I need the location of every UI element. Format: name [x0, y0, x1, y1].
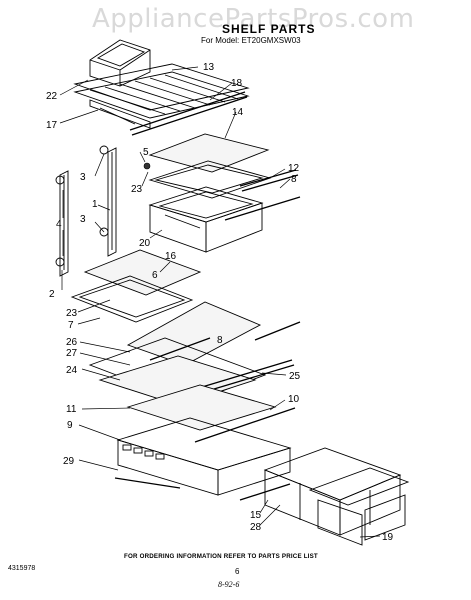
- drawer-20: [148, 186, 264, 253]
- callout-10: 10: [288, 394, 300, 405]
- callout-18: 18: [231, 78, 243, 89]
- callout-25: 25: [289, 371, 301, 382]
- callout-5: 5: [143, 147, 149, 158]
- glass-shelf-14: [148, 133, 270, 173]
- watermark: AppliancePartsPros.com: [92, 4, 415, 34]
- callout-28: 28: [250, 522, 262, 533]
- callout-26: 26: [66, 337, 78, 348]
- callout-4: 4: [56, 219, 62, 230]
- callout-16: 16: [165, 251, 177, 262]
- callout-2: 2: [49, 289, 55, 300]
- callout-24: 24: [66, 365, 78, 376]
- callout-8b: 8: [217, 335, 223, 346]
- callout-13: 13: [203, 62, 215, 73]
- leader-lines: [59, 66, 381, 538]
- callout-14: 14: [232, 107, 244, 118]
- callout-6: 6: [152, 270, 158, 281]
- callout-15: 15: [250, 510, 262, 521]
- callout-27: 27: [66, 348, 78, 359]
- callout-12: 12: [288, 163, 300, 174]
- callout-29: 29: [63, 456, 75, 467]
- callout-9: 9: [67, 420, 73, 431]
- callout-3a: 3: [80, 172, 86, 183]
- wire-shelf-top: [73, 63, 250, 129]
- callout-1: 1: [92, 199, 98, 210]
- callout-3b: 3: [80, 214, 86, 225]
- callout-20: 20: [139, 238, 151, 249]
- page-number: 6: [235, 567, 240, 576]
- callout-8a: 8: [291, 174, 297, 185]
- callout-11: 11: [66, 404, 77, 415]
- callout-23a: 23: [131, 184, 143, 195]
- crisper-pans-19: [239, 447, 410, 546]
- vertical-rails: [55, 145, 151, 277]
- glass-shelf-8: [126, 301, 262, 366]
- callout-17: 17: [46, 120, 58, 131]
- callout-19: 19: [382, 532, 394, 543]
- callout-22: 22: [46, 91, 58, 102]
- basket-22: [89, 39, 151, 87]
- diagram-title: SHELF PARTS: [222, 22, 316, 36]
- ordering-info-footer: FOR ORDERING INFORMATION REFER TO PARTS …: [124, 553, 318, 560]
- handwritten-date: 8-92-6: [218, 580, 240, 589]
- callout-7: 7: [68, 320, 74, 331]
- model-subtitle: For Model: ET20GMXSW03: [201, 36, 301, 45]
- crisper-frame: [114, 417, 292, 496]
- callout-23b: 23: [66, 308, 78, 319]
- glass-shelf-16: [83, 249, 202, 296]
- document-number: 4315978: [8, 565, 36, 572]
